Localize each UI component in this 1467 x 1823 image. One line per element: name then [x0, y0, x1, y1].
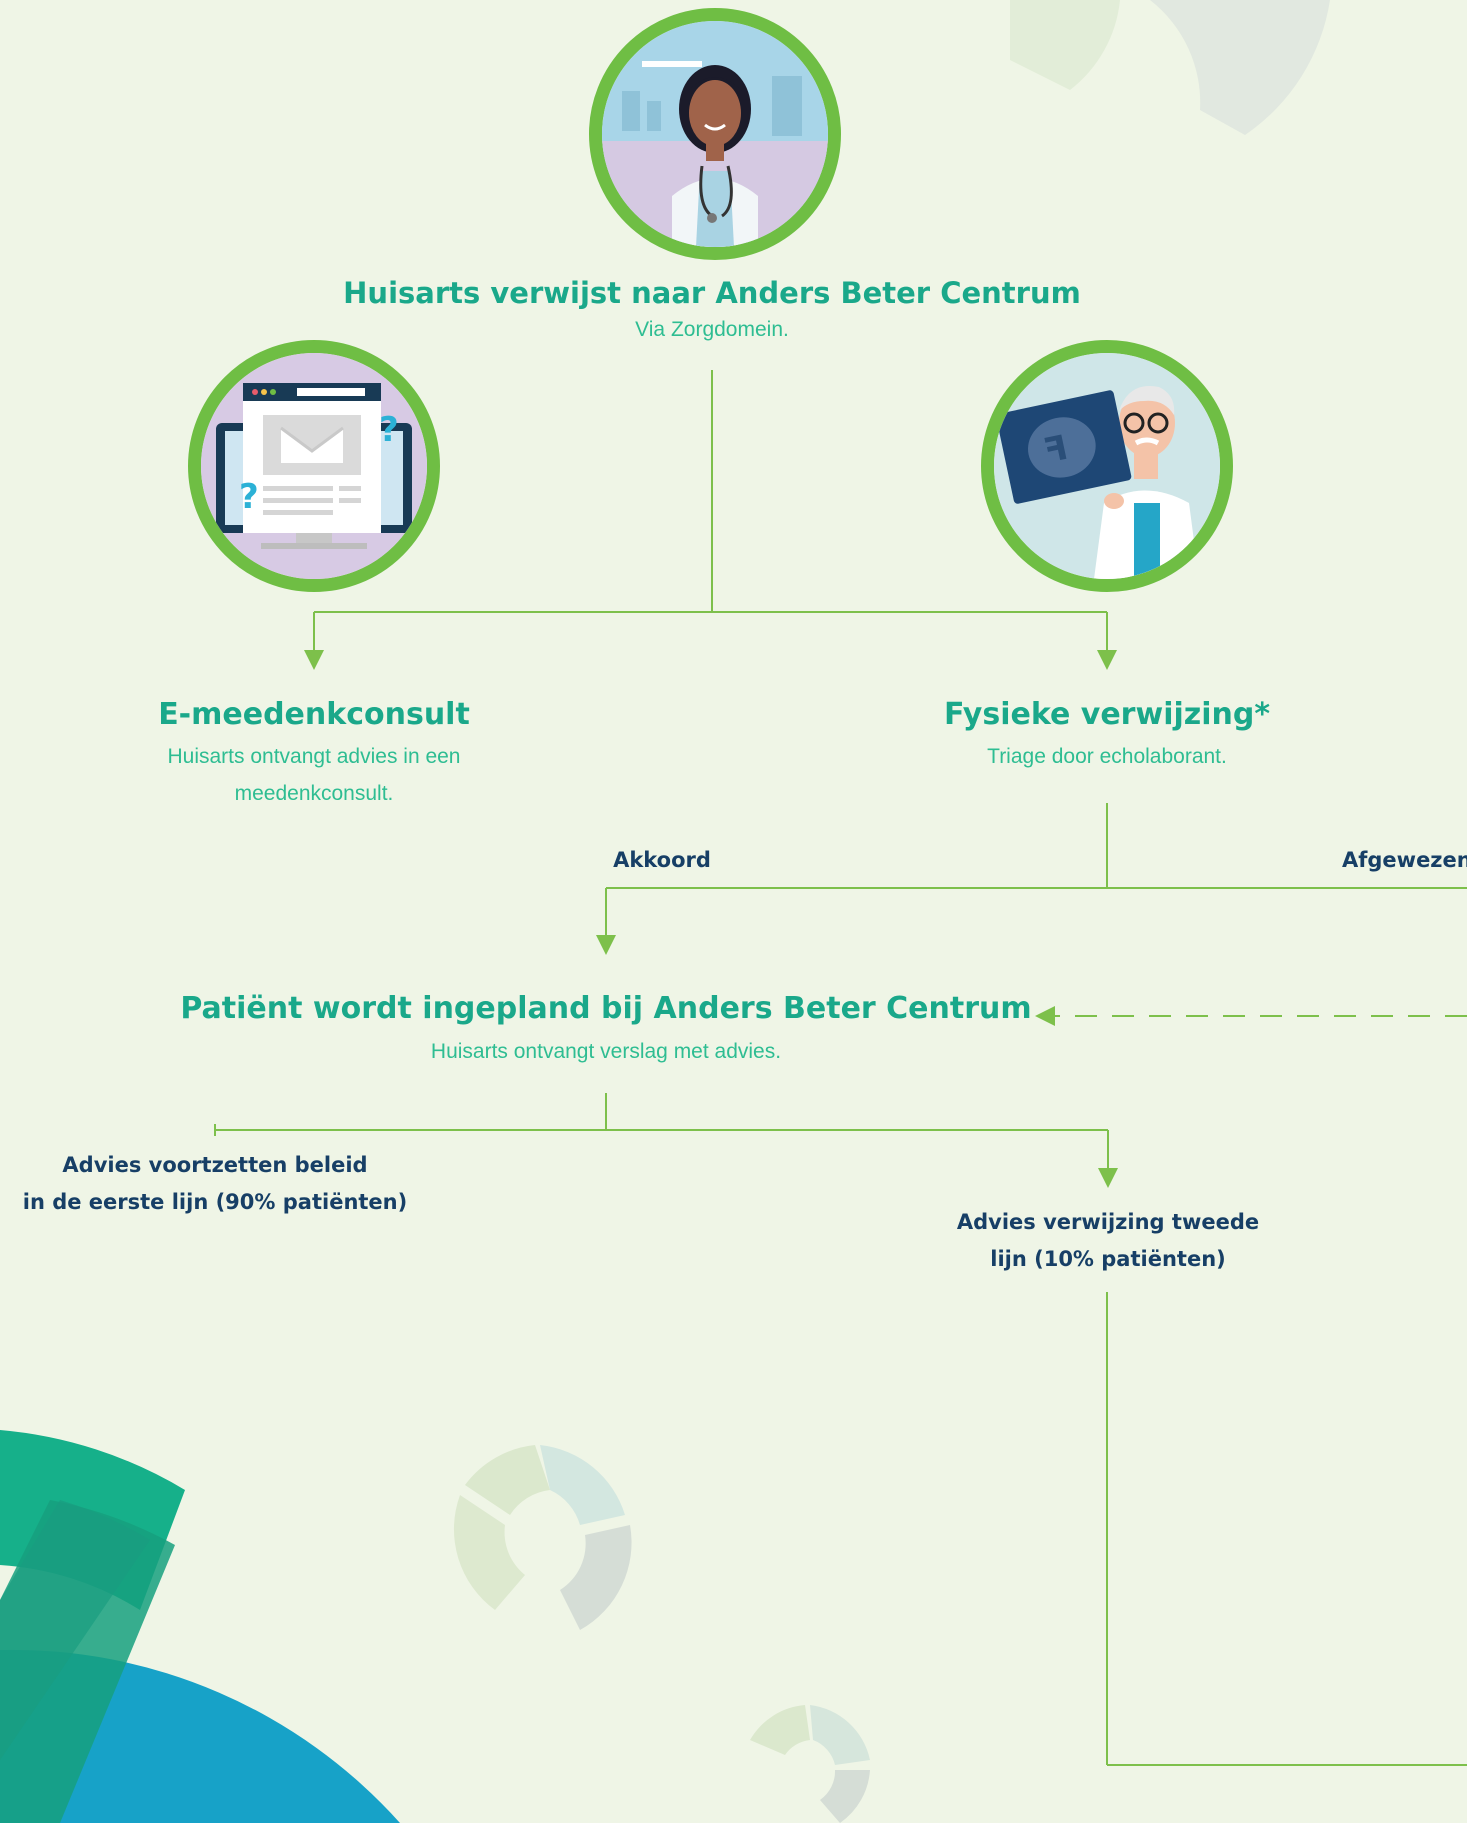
svg-text:?: ? — [239, 477, 259, 517]
doctor-xray-avatar: ꟻ — [981, 340, 1233, 592]
laptop-email-avatar: ? ? — [188, 340, 440, 592]
top-subtitle: Via Zorgdomein. — [635, 318, 789, 341]
doctor-woman-avatar — [589, 8, 841, 260]
laptop-email-icon: ? ? — [201, 353, 427, 579]
left-branch-subtitle-1: Huisarts ontvangt advies in een — [167, 745, 461, 768]
doctor-woman-icon — [602, 21, 828, 247]
scheduled-title: Patiënt wordt ingepland bij Anders Beter… — [180, 991, 1032, 1026]
outcome-second-line-2: lijn (10% patiënten) — [990, 1247, 1226, 1271]
approved-label: Akkoord — [613, 848, 711, 872]
right-branch-title: Fysieke verwijzing* — [943, 697, 1271, 732]
top-title: Huisarts verwijst naar Anders Beter Cent… — [343, 276, 1081, 310]
left-branch-subtitle-2: meedenkconsult. — [234, 782, 394, 805]
rejected-label: Afgewezen — [1342, 848, 1467, 872]
left-branch-title: E-meedenkconsult — [158, 697, 470, 732]
logo-watermark-icon — [453, 1445, 632, 1630]
outcome-first-line-2: in de eerste lijn (90% patiënten) — [22, 1190, 408, 1214]
doctor-xray-icon: ꟻ — [994, 353, 1220, 579]
svg-text:?: ? — [379, 410, 399, 450]
outcome-second-line-1: Advies verwijzing tweede — [956, 1210, 1260, 1234]
outcome-first-line-1: Advies voortzetten beleid — [62, 1153, 368, 1177]
logo-watermark-icon — [750, 1705, 870, 1823]
right-branch-subtitle: Triage door echolaborant. — [987, 745, 1227, 768]
scheduled-subtitle: Huisarts ontvangt verslag met advies. — [430, 1040, 782, 1063]
